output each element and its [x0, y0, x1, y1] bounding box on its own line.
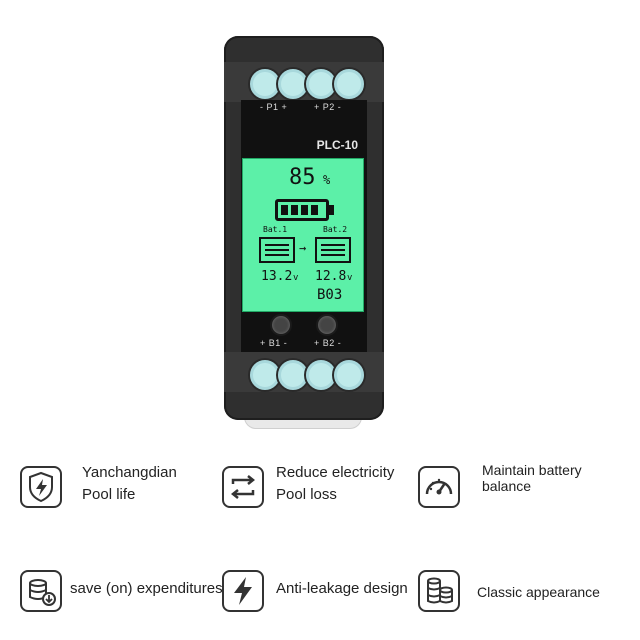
bat1-voltage: 13.2 [261, 269, 293, 284]
balancer-device: - P1 + + P2 - PLC-10 85 % Bat.1 Bat.2 → … [224, 36, 384, 420]
port-label-p1: - P1 + [260, 102, 288, 112]
port-label-b1: + B1 - [260, 338, 288, 348]
terminal-b1-plus [250, 360, 280, 390]
right-button[interactable] [316, 314, 338, 336]
feature-2-line1: Reduce electricity [276, 464, 395, 481]
feature-2-text: Reduce electricity Pool loss [276, 462, 394, 506]
feature-2-line2: Pool loss [276, 486, 337, 503]
feature-3-line2: balance [482, 478, 532, 494]
bat2-voltage: 12.8 [315, 269, 347, 284]
feature-1-text: Yanchangdian Pool life [82, 462, 177, 506]
bat2-label: Bat.2 [323, 225, 348, 234]
bottom-terminal-rail [224, 352, 384, 392]
terminal-p2-plus [306, 69, 336, 99]
terminal-p2-minus [334, 69, 364, 99]
feature-5-text: Anti-leakage design [276, 580, 408, 597]
feature-3-text: Maintain battery balance [482, 462, 582, 494]
battery-cell [301, 205, 308, 215]
percent-value: 85 [289, 165, 316, 190]
gauge-icon [418, 466, 460, 508]
terminal-p1-plus [278, 69, 308, 99]
bat1-voltage-unit: v [293, 273, 299, 283]
battery-cell [281, 205, 288, 215]
battery-level-icon [275, 199, 329, 221]
terminal-b2-plus [306, 360, 336, 390]
lcd-display: 85 % Bat.1 Bat.2 → 13.2 v 12.8 v B03 [242, 158, 364, 312]
battery-cell [311, 205, 318, 215]
feature-3-line1: Maintain battery [482, 462, 582, 478]
feature-1-line2: Pool life [82, 486, 136, 503]
terminal-p1-minus [250, 69, 280, 99]
port-label-b2: + B2 - [314, 338, 342, 348]
battery-tip [329, 205, 334, 215]
bat1-label: Bat.1 [263, 225, 288, 234]
cylinders-icon [418, 570, 460, 612]
coins-down-icon [20, 570, 62, 612]
feature-4-text: save (on) expenditures [70, 580, 223, 597]
terminal-b1-minus [278, 360, 308, 390]
bat2-voltage-unit: v [347, 273, 353, 283]
transfer-arrow: → [299, 241, 307, 255]
feature-6-text: Classic appearance [477, 584, 600, 600]
cycle-arrows-icon [222, 466, 264, 508]
lightning-icon [222, 570, 264, 612]
terminal-b2-minus [334, 360, 364, 390]
feature-1-line1: Yanchangdian [82, 464, 177, 481]
status-code: B03 [317, 287, 343, 303]
model-label: PLC-10 [316, 138, 358, 152]
percent-unit: % [323, 173, 331, 187]
port-label-p2: + P2 - [314, 102, 342, 112]
shield-bolt-icon [20, 466, 62, 508]
left-button[interactable] [270, 314, 292, 336]
battery-1-icon [259, 237, 295, 263]
top-terminal-rail [224, 62, 384, 102]
battery-cell [291, 205, 298, 215]
battery-2-icon [315, 237, 351, 263]
